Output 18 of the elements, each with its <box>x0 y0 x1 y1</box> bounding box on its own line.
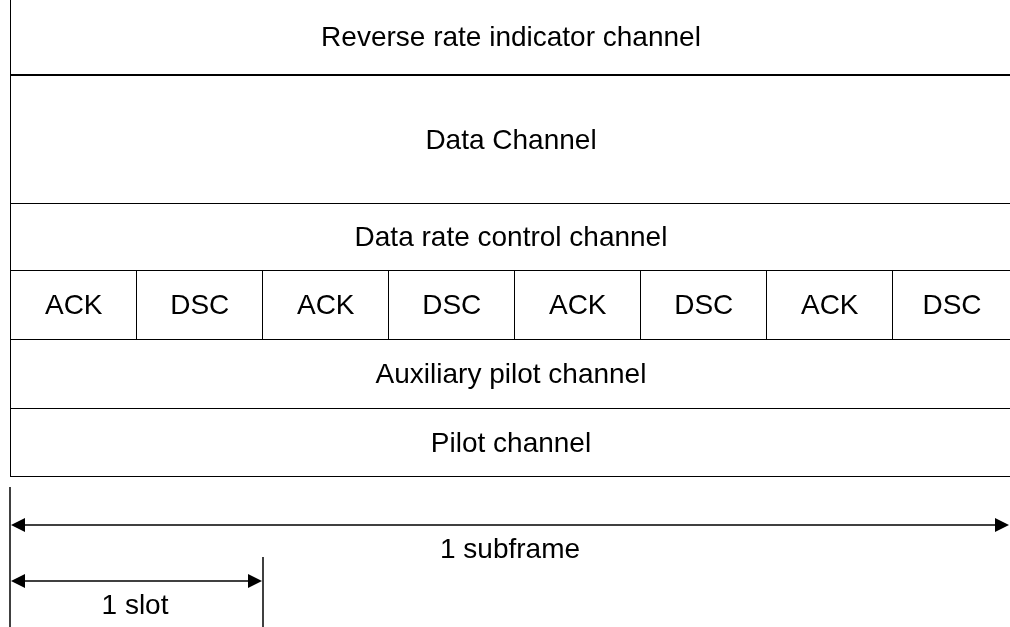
dimension-label: 1 subframe <box>439 533 581 565</box>
channel-label: DSC <box>922 289 982 321</box>
channel-row <box>10 75 1010 204</box>
channel-label: ACK <box>548 289 607 321</box>
channel-label: DSC <box>674 289 734 321</box>
channel-label: Reverse rate indicator channel <box>321 20 701 53</box>
channel-label: Data Channel <box>425 123 597 156</box>
channel-label: ACK <box>800 289 859 321</box>
channel-row <box>10 0 1010 75</box>
channel-row <box>10 408 1010 477</box>
dimension-label: 1 slot <box>101 589 169 621</box>
channel-label: Pilot channel <box>430 426 592 459</box>
channel-label: DSC <box>170 289 230 321</box>
channel-label: ACK <box>44 289 103 321</box>
channel-label: DSC <box>422 289 482 321</box>
channel-label: Auxiliary pilot channel <box>375 358 647 390</box>
channel-label: ACK <box>296 289 355 321</box>
channel-label: Data rate control channel <box>354 221 668 253</box>
